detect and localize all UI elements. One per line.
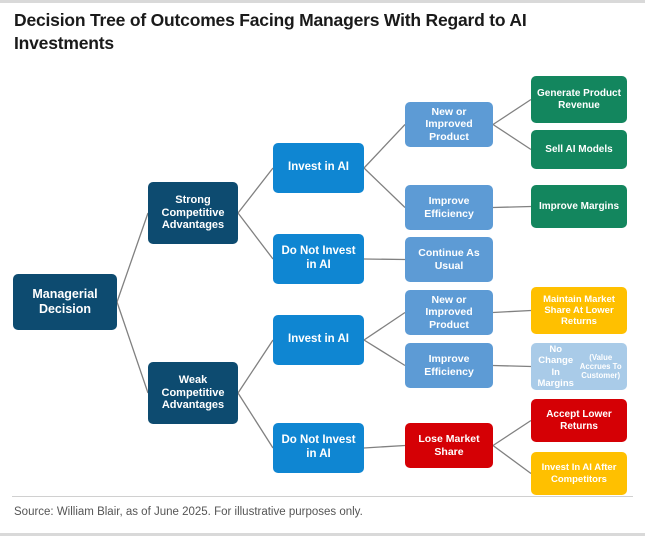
edge-root-to-strong [116, 212, 149, 303]
node-label: Weak Competitive Advantages [161, 373, 225, 412]
node-o-nochange[interactable]: No Change In Margins (Value Accrues To C… [531, 343, 627, 390]
top-divider [0, 0, 645, 3]
node-root[interactable]: Managerial Decision [13, 274, 117, 330]
node-label: Do Not Invest in AI [281, 434, 356, 460]
node-w-efficiency[interactable]: Improve Efficiency [405, 343, 493, 388]
node-label: New or Improved Product [425, 105, 473, 143]
node-o-revenue[interactable]: Generate Product Revenue [531, 76, 627, 123]
node-label: Maintain Market Share At Lower Returns [543, 293, 615, 328]
edge-w-noinvest-to-w-lose [363, 444, 406, 449]
edge-s-noinvest-to-s-continue [363, 258, 406, 261]
edge-w-lose-to-o-competitors [492, 444, 532, 475]
node-strong[interactable]: Strong Competitive Advantages [148, 182, 238, 244]
node-label: Managerial Decision [32, 287, 98, 316]
node-label: Do Not Invest in AI [281, 245, 356, 271]
footer-divider [12, 496, 633, 497]
edge-w-efficiency-to-o-nochange [492, 364, 532, 368]
node-o-accept[interactable]: Accept Lower Returns [531, 399, 627, 442]
node-label: Generate Product Revenue [537, 87, 621, 111]
node-o-competitors[interactable]: Invest In AI After Competitors [531, 452, 627, 495]
node-label: Sell AI Models [545, 143, 613, 155]
edge-s-efficiency-to-o-margins [492, 205, 532, 209]
node-o-sell[interactable]: Sell AI Models [531, 130, 627, 169]
page-title: Decision Tree of Outcomes Facing Manager… [14, 10, 527, 54]
bottom-divider [0, 533, 645, 536]
node-o-margins[interactable]: Improve Margins [531, 185, 627, 228]
edge-s-product-to-o-sell [492, 123, 532, 151]
node-label: Invest In AI After Competitors [541, 462, 617, 485]
diagram-canvas: Managerial Decision Strong Competitive Ad… [0, 62, 645, 495]
source-note: Source: William Blair, as of June 2025. … [14, 506, 363, 518]
node-o-maintain[interactable]: Maintain Market Share At Lower Returns [531, 287, 627, 334]
edge-strong-to-s-noinvest [237, 212, 274, 260]
node-label: No Change In Margins [537, 344, 574, 389]
node-label: Improve Margins [538, 200, 620, 212]
node-weak[interactable]: Weak Competitive Advantages [148, 362, 238, 424]
node-label: Invest in AI [288, 161, 349, 174]
node-label: Continue As Usual [418, 247, 480, 272]
edge-w-invest-to-w-product [363, 311, 406, 341]
node-w-invest[interactable]: Invest in AI [273, 315, 364, 365]
connector-lines [116, 98, 532, 475]
node-s-continue[interactable]: Continue As Usual [405, 237, 493, 282]
edge-w-product-to-o-maintain [492, 309, 532, 314]
node-s-invest[interactable]: Invest in AI [273, 143, 364, 193]
node-s-product[interactable]: New or Improved Product [405, 102, 493, 147]
node-w-noinvest[interactable]: Do Not Invest in AI [273, 423, 364, 473]
node-label: Lose Market Share [418, 433, 480, 458]
edge-weak-to-w-noinvest [237, 392, 274, 449]
node-label: Invest in AI [288, 333, 349, 346]
node-label: Improve Efficiency [424, 353, 474, 378]
edge-strong-to-s-invest [237, 167, 274, 214]
node-s-noinvest[interactable]: Do Not Invest in AI [273, 234, 364, 284]
edge-root-to-weak [116, 301, 149, 394]
edge-s-product-to-o-revenue [492, 98, 532, 126]
edge-s-invest-to-s-product [363, 124, 406, 169]
edge-w-invest-to-w-efficiency [363, 339, 406, 367]
node-label: Improve Efficiency [424, 195, 474, 220]
edge-weak-to-w-invest [237, 339, 274, 394]
edge-w-lose-to-o-accept [492, 419, 532, 447]
node-sublabel: (Value Accrues To Customer) [579, 352, 622, 381]
node-label: Accept Lower Returns [546, 408, 612, 432]
node-label: Strong Competitive Advantages [161, 193, 225, 232]
node-s-efficiency[interactable]: Improve Efficiency [405, 185, 493, 230]
edge-s-invest-to-s-efficiency [363, 167, 406, 208]
node-label: New or Improved Product [425, 293, 473, 331]
node-w-lose[interactable]: Lose Market Share [405, 423, 493, 468]
node-w-product[interactable]: New or Improved Product [405, 290, 493, 335]
